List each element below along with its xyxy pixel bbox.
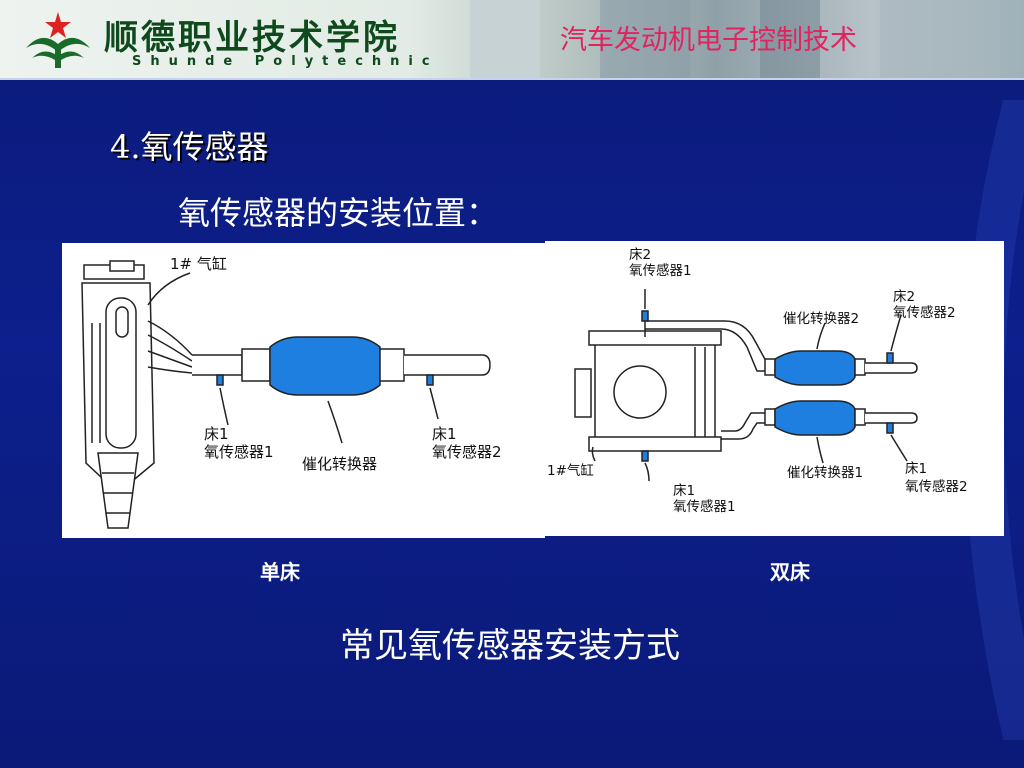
single-bank-label: 单床 [260, 560, 300, 584]
figure-single-bank: 1# 气缸 床1 氧传感器1 催化转换器 床1 氧传感器2 [62, 243, 545, 538]
upper-flange [854, 358, 866, 376]
bank2-sensor2-icon [886, 352, 894, 364]
upper-flange [764, 358, 776, 376]
engine-bottom-rail [588, 436, 722, 452]
header-banner: 顺德职业技术学院 Shunde Polytechnic 汽车发动机电子控制技术 [0, 0, 1024, 78]
top-sensor-label-line2: 氧传感器1 [629, 262, 692, 279]
pipe-flange [379, 348, 405, 382]
lower-tail-pipe [865, 412, 918, 424]
cylinder-leader [147, 272, 191, 306]
lower-flange [854, 408, 866, 426]
exhaust-manifold [147, 320, 193, 374]
building-photo [760, 0, 820, 78]
right-bottom-sensor-label-line1: 床1 [905, 461, 927, 477]
engine-ribs [694, 347, 706, 437]
sensor2-label-line2: 氧传感器2 [432, 443, 502, 461]
bank1-sensor2-leader [890, 434, 908, 462]
oil-pan-ribs [102, 472, 134, 514]
engine-pulley [613, 365, 667, 419]
sensor1-label-line1: 床1 [204, 425, 229, 443]
bottom-sensor-label-line1: 床1 [673, 483, 695, 499]
right-top-sensor-label-line2: 氧传感器2 [893, 304, 956, 321]
school-logo-icon [26, 12, 90, 68]
building-photo [600, 0, 690, 78]
cylinder-bore [115, 306, 129, 338]
sensor2-label-line1: 床1 [432, 425, 457, 443]
section-heading: 4.氧传感器 [110, 128, 269, 166]
bank2-sensor1-icon [641, 310, 649, 322]
catalytic-converter [269, 336, 381, 396]
header-divider [0, 78, 1024, 80]
upper-exhaust-pipe [644, 320, 775, 372]
course-title: 汽车发动机电子控制技术 [560, 25, 857, 56]
pipe-flange [241, 348, 271, 382]
bank1-sensor1-icon [641, 450, 649, 462]
upper-catalytic-converter [774, 350, 856, 386]
cylinder-label: 1#气缸 [547, 462, 594, 479]
exhaust-pipe [192, 354, 243, 376]
sensor2-leader [429, 387, 439, 420]
right-top-sensor-label-line1: 床2 [893, 289, 915, 305]
building-photo [470, 0, 540, 78]
bank1-sensor2-icon [886, 422, 894, 434]
bank1-sensor1-leader [644, 462, 650, 482]
oxygen-sensor-2-icon [426, 374, 434, 386]
top-sensor-label-line1: 床2 [629, 247, 651, 263]
upper-tail-pipe [865, 362, 918, 374]
engine-top-rail [588, 330, 722, 346]
cylinder-head [105, 297, 137, 449]
upper-converter-label: 催化转换器2 [783, 311, 859, 327]
dual-bank-label: 双床 [770, 560, 810, 584]
bank2-sensor2-leader [890, 314, 902, 352]
single-bank-diagram: 1# 气缸 床1 氧传感器1 催化转换器 床1 氧传感器2 [81, 255, 502, 529]
right-bottom-sensor-label-line2: 氧传感器2 [905, 478, 968, 495]
lower-converter-label: 催化转换器1 [787, 465, 863, 481]
sensor1-label-line2: 氧传感器1 [204, 443, 274, 461]
building-photo [880, 0, 1000, 78]
section-subheading: 氧传感器的安装位置： [178, 194, 499, 232]
engine-cap [109, 260, 135, 272]
engine-front-cover [574, 368, 592, 418]
oil-pan [97, 452, 139, 529]
lower-exhaust-pipe [721, 412, 775, 440]
figure-dual-bank: 床2 氧传感器1 催化转换器2 床2 氧传感器2 1#气缸 催化转换器1 床1 … [545, 241, 1004, 536]
lower-flange [764, 408, 776, 426]
school-name-english: Shunde Polytechnic [132, 54, 439, 69]
school-name-chinese: 顺德职业技术学院 [104, 18, 400, 58]
converter-leader [327, 400, 343, 444]
oxygen-sensor-1-icon [216, 374, 224, 386]
converter-label: 催化转换器 [302, 455, 377, 473]
cylinder-label: 1# 气缸 [170, 255, 227, 273]
sensor1-leader [219, 387, 229, 426]
lower-converter-leader [816, 436, 824, 464]
figure-caption: 常见氧传感器安装方式 [340, 626, 680, 666]
dual-bank-diagram: 床2 氧传感器1 催化转换器2 床2 氧传感器2 1#气缸 催化转换器1 床1 … [547, 247, 968, 515]
bottom-sensor-label-line2: 氧传感器1 [673, 498, 736, 515]
lower-catalytic-converter [774, 400, 856, 436]
upper-converter-leader [816, 322, 826, 350]
cylinder-leader [591, 446, 596, 462]
tail-pipe [404, 354, 491, 376]
